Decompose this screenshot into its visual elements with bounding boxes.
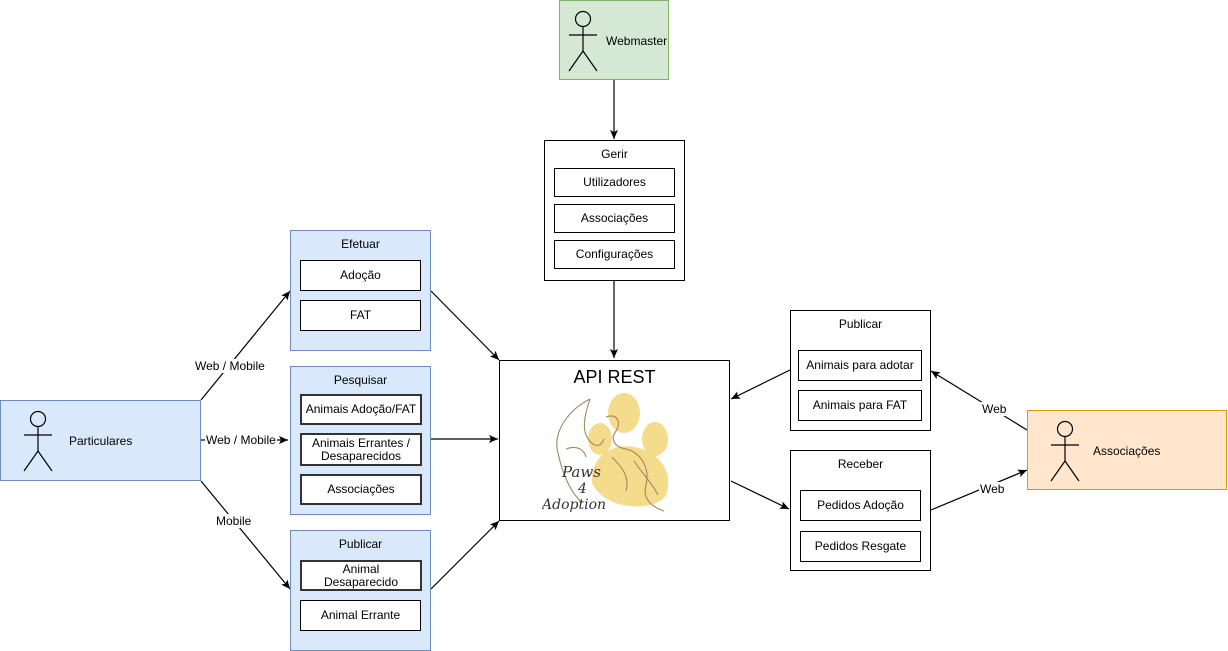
actor-icon <box>23 410 53 472</box>
gerir-group[interactable]: Gerir Utilizadores Associações Configura… <box>544 140 685 281</box>
receber-item-pedidos-adocao[interactable]: Pedidos Adoção <box>800 490 921 521</box>
group-title: Publicar <box>338 537 383 551</box>
edge-publicar-api <box>430 520 500 590</box>
logo-text-adoption: Adoption <box>542 497 606 513</box>
publicar-item-animal-errante[interactable]: Animal Errante <box>300 600 421 631</box>
group-title: Receber <box>837 457 884 471</box>
actor-icon <box>1050 420 1080 482</box>
edge-label-web: Web <box>981 402 1008 416</box>
edge-label-web: Web <box>979 482 1006 496</box>
edge-label-web-mobile: Web / Mobile <box>194 359 266 373</box>
group-title: Pesquisar <box>333 373 388 387</box>
receber-item-pedidos-resgate[interactable]: Pedidos Resgate <box>800 531 921 562</box>
edge-publicar-right-api <box>730 369 791 400</box>
publicar-item-animais-fat[interactable]: Animais para FAT <box>798 390 922 421</box>
edge-particulares-publicar <box>200 480 291 590</box>
gerir-item-utilizadores[interactable]: Utilizadores <box>554 168 675 197</box>
pesquisar-group[interactable]: Pesquisar Animais Adoção/FAT Animais Err… <box>290 366 431 515</box>
pesquisar-item-animais-adocao[interactable]: Animais Adoção/FAT <box>300 394 422 425</box>
edge-api-receber <box>730 480 790 510</box>
logo-text-paws: Paws <box>561 463 601 481</box>
publicar-right-group[interactable]: Publicar Animais para adotar Animais par… <box>790 310 931 431</box>
receber-group[interactable]: Receber Pedidos Adoção Pedidos Resgate <box>790 450 931 571</box>
edge-particulares-efetuar <box>200 290 291 401</box>
efetuar-item-fat[interactable]: FAT <box>300 300 421 331</box>
api-rest-box[interactable]: API REST Paws 4 Adoption <box>499 360 730 521</box>
actor-label: Particulares <box>69 434 133 448</box>
actor-label: Webmaster <box>606 34 668 48</box>
actor-label: Associações <box>1093 444 1161 458</box>
publicar-item-animal-desaparecido[interactable]: Animal Desaparecido <box>300 560 422 591</box>
logo-text-4: 4 <box>577 481 587 497</box>
group-title: Efetuar <box>341 237 380 251</box>
pesquisar-item-associacoes[interactable]: Associações <box>300 474 422 505</box>
edge-efetuar-api <box>430 290 500 361</box>
efetuar-group[interactable]: Efetuar Adoção FAT <box>290 230 431 351</box>
associacoes-actor-box[interactable]: Associações <box>1027 410 1227 490</box>
edge-label-mobile: Mobile <box>215 514 253 528</box>
gerir-item-associacoes[interactable]: Associações <box>554 204 675 233</box>
group-title: Gerir <box>601 147 628 161</box>
efetuar-item-adocao[interactable]: Adoção <box>300 260 421 291</box>
api-title: API REST <box>573 367 656 387</box>
edge-associacoes-publicar <box>930 370 1028 431</box>
actor-icon <box>568 10 598 72</box>
gerir-item-configuracoes[interactable]: Configurações <box>554 240 675 269</box>
group-title: Publicar <box>838 317 883 331</box>
pesquisar-item-animais-errantes[interactable]: Animais Errantes / Desaparecidos <box>300 433 422 466</box>
webmaster-actor-box[interactable]: Webmaster <box>559 0 669 80</box>
publicar-left-group[interactable]: Publicar Animal Desaparecido Animal Erra… <box>290 530 431 651</box>
publicar-item-animais-adotar[interactable]: Animais para adotar <box>798 350 922 381</box>
edge-label-web-mobile: Web / Mobile <box>205 433 277 447</box>
paws4adoption-logo: Paws 4 Adoption <box>542 393 669 513</box>
particulares-actor-box[interactable]: Particulares <box>0 400 201 481</box>
